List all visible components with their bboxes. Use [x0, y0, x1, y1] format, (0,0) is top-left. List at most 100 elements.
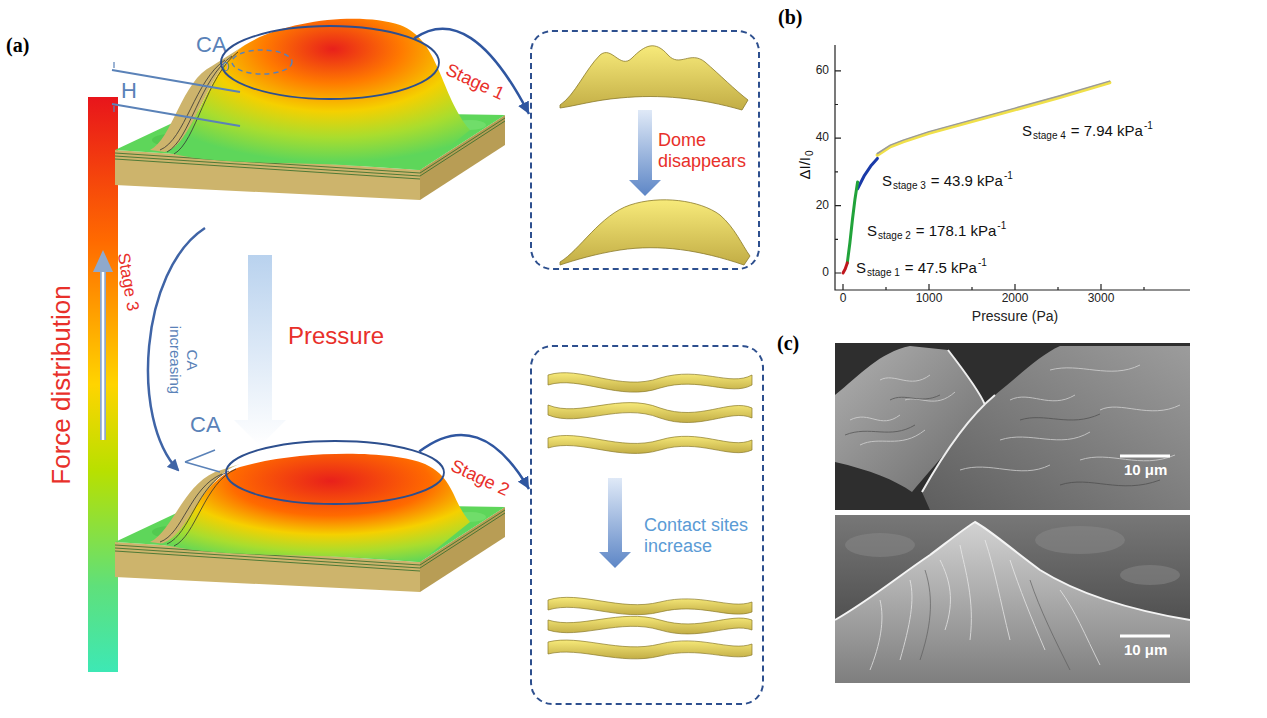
sem-image-bottom [835, 515, 1190, 683]
chart-curves [858, 158, 878, 188]
sem-image-bottom [835, 515, 1190, 683]
sem-image-bottom [1035, 526, 1125, 554]
sem-image-bottom [940, 560, 950, 630]
label-text: = 178.1 kPa [916, 222, 996, 239]
sem-image-bottom [985, 540, 1010, 640]
axis-title: ΔI/I0 [796, 150, 816, 179]
label-text: S [1022, 122, 1032, 139]
connector-arrow [414, 29, 529, 114]
sem-image-top [890, 395, 940, 400]
sem-image-top [1000, 432, 1090, 440]
scale-bar-label: 10 μm [1124, 641, 1167, 658]
chart-curves [877, 81, 1109, 153]
ellipse-outline [225, 440, 445, 505]
sem-image-top [1120, 455, 1170, 458]
panel-label: (c) [777, 332, 799, 355]
height-symbol: H [121, 78, 137, 103]
subscript: stage 1 [867, 267, 900, 278]
subscript: stage 4 [1033, 130, 1066, 141]
layers-inset [548, 373, 752, 392]
sem-image-bottom [845, 533, 915, 557]
tick-label: 60 [816, 64, 829, 78]
label-text: = 7.94 kPa [1071, 122, 1143, 139]
sem-image-top [835, 343, 1190, 510]
chart-curves [843, 81, 1110, 273]
scale-bar-label: 10 μm [1124, 461, 1167, 478]
dome-inset [560, 200, 750, 265]
label-text: = 43.9 kPa [931, 172, 1003, 189]
colorbar-title: Force distribution [47, 285, 77, 484]
sem-image-bottom [920, 570, 1070, 670]
force-colorbar [100, 268, 106, 440]
panel-label: (a) [6, 34, 29, 57]
label-text: = 47.5 kPa [905, 259, 977, 276]
force-colorbar [93, 250, 113, 272]
dimension-lines [113, 62, 114, 112]
sem-image-top [960, 465, 1050, 471]
pressure-arrow [234, 255, 286, 446]
dimension-lines [112, 104, 240, 126]
sem-image-top [1020, 414, 1100, 420]
sem-image-bottom [870, 600, 882, 670]
sem-image-top [845, 395, 1160, 486]
sensor-block-bottom [160, 454, 470, 562]
annotation: CA increasing [167, 320, 202, 400]
label-text: S [856, 259, 866, 276]
chart-axes [835, 71, 841, 273]
sem-image-bottom [1120, 565, 1180, 585]
subscript: 0 [804, 150, 815, 156]
sem-image-top [1010, 395, 1075, 401]
sem-image-bottom [1120, 635, 1170, 638]
sem-image-bottom [920, 570, 930, 660]
tick-label: 2000 [1002, 292, 1029, 306]
sem-image-top [850, 415, 900, 421]
tick-label: 0 [822, 266, 829, 280]
sensitivity-label: Sstage 3= 43.9 kPa-1 [882, 170, 1013, 192]
pressure-arrow [234, 255, 286, 446]
subscript: stage 2 [878, 230, 911, 241]
sem-image-top [1050, 365, 1140, 371]
sensor-block-bottom [185, 450, 220, 472]
subscript: stage 3 [893, 180, 926, 191]
sem-image-bottom [835, 522, 1190, 683]
sensor-block-top [115, 19, 505, 200]
sem-image-top [845, 425, 915, 435]
tick-label: 3000 [1088, 292, 1115, 306]
node-text: Contact sites increase [644, 515, 756, 556]
chart-curves [843, 263, 847, 273]
sensor-block-top [165, 19, 470, 170]
sensor-block-top [160, 52, 238, 154]
axis-title: Pressure (Pa) [972, 308, 1058, 324]
sensor-block-bottom [115, 450, 505, 592]
chart-curves [847, 182, 857, 263]
ellipse-outline [220, 25, 440, 100]
sensor-block-top [232, 50, 292, 74]
superscript: -1 [997, 220, 1006, 231]
dome-inset [629, 110, 661, 196]
layers-inset [548, 435, 752, 453]
tick-label: 0 [840, 292, 847, 306]
sem-image-top [1080, 455, 1175, 461]
sensitivity-label: Sstage 4 = 7.94 kPa-1 [1022, 120, 1153, 142]
sem-image-top [1060, 480, 1160, 486]
node-text: Dome disappears [658, 130, 754, 171]
layers-inset [548, 640, 752, 659]
sem-image-top [835, 343, 1190, 510]
inset-panel: Contact sites increase [530, 345, 764, 705]
sem-image-bottom [870, 540, 1100, 670]
sem-image-top [922, 346, 1190, 510]
chart-axes [835, 105, 838, 240]
pressure-label: Pressure [288, 322, 384, 350]
chart-curves [877, 83, 1109, 155]
tick-label: 40 [816, 131, 829, 145]
sensitivity-label: Sstage 2= 178.1 kPa-1 [867, 220, 1006, 242]
sensor-block-bottom [160, 469, 236, 546]
label-text: S [882, 172, 892, 189]
sem-image-bottom [900, 580, 912, 660]
superscript: -1 [1144, 120, 1153, 131]
sem-image-bottom [1060, 590, 1100, 665]
stage-region: Stage 1 [220, 25, 440, 100]
sem-image-bottom [1030, 580, 1070, 670]
panel-label: (b) [778, 6, 802, 29]
